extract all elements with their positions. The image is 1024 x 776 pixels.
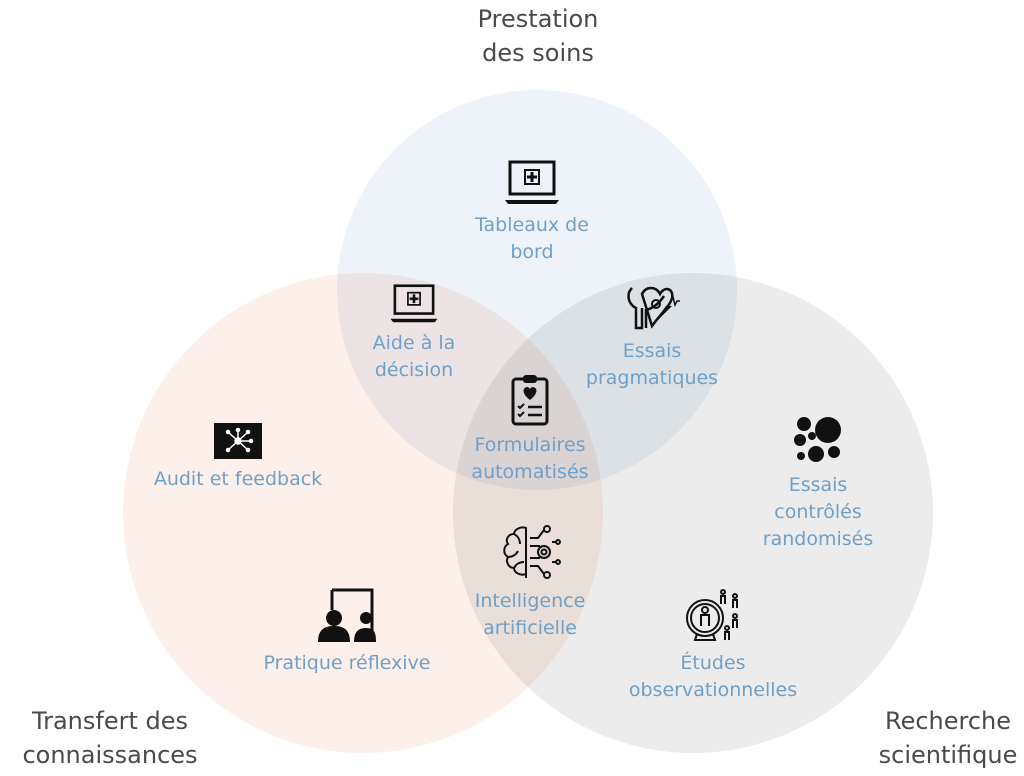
item-label: Essais: [622, 340, 682, 362]
title-recherche-scientifique: Recherche scientifique: [879, 704, 1018, 772]
item-label: Tableaux de: [475, 214, 589, 236]
item-label: Aide à la: [372, 332, 456, 354]
laptop-medical-icon: [505, 160, 559, 204]
stethoscope-heart-icon: [627, 286, 680, 330]
item-label: décision: [374, 359, 454, 381]
title-line: scientifique: [878, 741, 1018, 769]
brain-circuit-icon: [503, 525, 561, 579]
circle-recherche-scientifique: [453, 273, 933, 753]
item-essais-controles-randomises: Essais contrôlés randomisés: [708, 414, 928, 553]
title-line: connaissances: [22, 741, 198, 769]
clipboard-heart-icon: [511, 375, 549, 426]
item-label: artificielle: [483, 617, 577, 639]
title-line: Recherche: [884, 707, 1012, 735]
item-label: Formulaires: [474, 434, 586, 456]
item-audit-et-feedback: Audit et feedback: [128, 422, 348, 493]
item-label: Pratique réflexive: [263, 652, 431, 674]
item-label: Audit et feedback: [153, 468, 323, 490]
item-pratique-reflexive: Pratique réflexive: [237, 588, 457, 677]
title-line: Transfert des: [31, 707, 189, 735]
title-prestation-des-soins: Prestation des soins: [478, 2, 599, 70]
network-screen-icon: [214, 423, 262, 459]
item-label: Intelligence: [474, 590, 586, 612]
item-label: observationnelles: [628, 679, 798, 701]
title-line: des soins: [482, 39, 594, 67]
item-aide-a-la-decision: Aide à la décision: [304, 284, 524, 384]
laptop-medical-icon: [390, 284, 438, 323]
item-label: Études: [680, 652, 746, 674]
mirror-person-icon: [318, 588, 376, 642]
item-label: Essais: [788, 474, 848, 496]
circle-transfert-des-connaissances: [123, 273, 603, 753]
item-essais-pragmatiques: Essais pragmatiques: [542, 284, 762, 392]
title-transfert-des-connaissances: Transfert des connaissances: [22, 704, 197, 772]
bubbles-icon: [794, 417, 841, 462]
item-label: contrôlés: [774, 501, 862, 523]
item-label: randomisés: [762, 528, 874, 550]
item-tableaux-de-bord: Tableaux de bord: [422, 160, 642, 266]
magnifier-people-icon: [686, 589, 738, 641]
item-label: bord: [510, 241, 554, 263]
item-intelligence-artificielle: Intelligence artificielle: [420, 524, 640, 642]
item-label: automatisés: [471, 461, 589, 483]
item-label: pragmatiques: [585, 367, 719, 389]
item-formulaires-automatises: Formulaires automatisés: [420, 374, 640, 486]
title-line: Prestation: [477, 5, 599, 33]
item-etudes-observationnelles: Études observationnelles: [603, 588, 823, 704]
